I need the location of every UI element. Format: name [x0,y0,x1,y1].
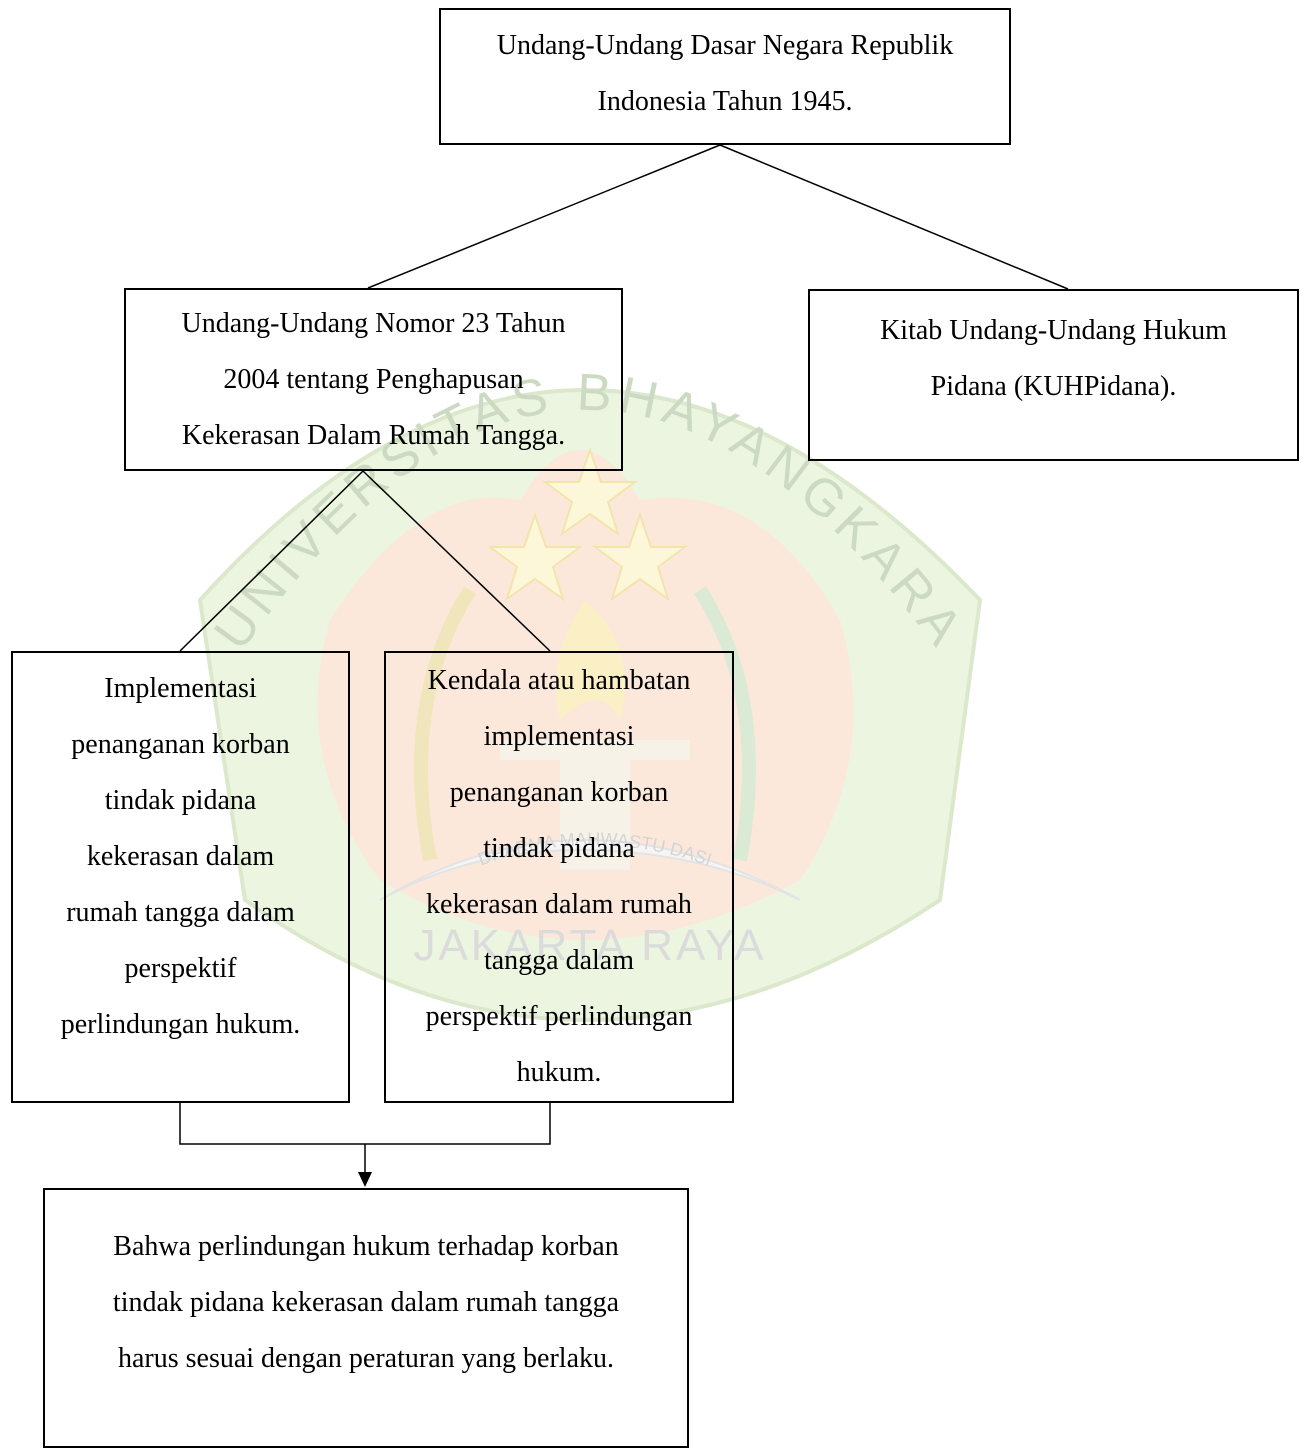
connector-uu23-to-impl [179,470,364,652]
box-kendala: Kendala atau hambatan implementasi penan… [384,651,734,1103]
star-icon [541,446,639,537]
connector-uud-to-kuhp [719,144,1069,290]
box-kesimpulan: Bahwa perlindungan hukum terhadap korban… [43,1188,689,1448]
box-uud-1945-label: Undang-Undang Dasar Negara Republik Indo… [496,30,954,117]
star-icon [486,511,584,602]
cotton-icon [694,586,756,862]
connector-uu23-to-kendala [362,470,551,652]
box-uu-23-2004-label: Undang-Undang Nomor 23 Tahun 2004 tentan… [181,308,566,451]
watermark-bottom-text: JAKARTA RAYA [413,921,766,970]
box-kendala-label: Kendala atau hambatan implementasi penan… [425,665,693,1088]
box-kuhpidana-label: Kitab Undang-Undang Hukum Pidana (KUHPid… [880,315,1227,402]
box-implementasi-label: Implementasi penanganan korban tindak pi… [60,673,301,1040]
box-kuhpidana: Kitab Undang-Undang Hukum Pidana (KUHPid… [808,289,1299,461]
box-uud-1945: Undang-Undang Dasar Negara Republik Indo… [439,8,1011,145]
arrow-down-icon [358,1172,372,1187]
ribbon-shape [379,839,801,901]
torch-flame-icon [555,600,626,720]
connector-uud-to-uu23 [367,144,721,289]
wheat-icon [414,586,476,862]
star-icon [591,511,689,602]
connector-merge-bracket [179,1103,551,1145]
torch-base-icon [500,740,690,760]
box-uu-23-2004: Undang-Undang Nomor 23 Tahun 2004 tentan… [124,288,623,471]
box-implementasi: Implementasi penanganan korban tindak pi… [11,651,350,1103]
box-kesimpulan-label: Bahwa perlindungan hukum terhadap korban… [112,1231,620,1374]
